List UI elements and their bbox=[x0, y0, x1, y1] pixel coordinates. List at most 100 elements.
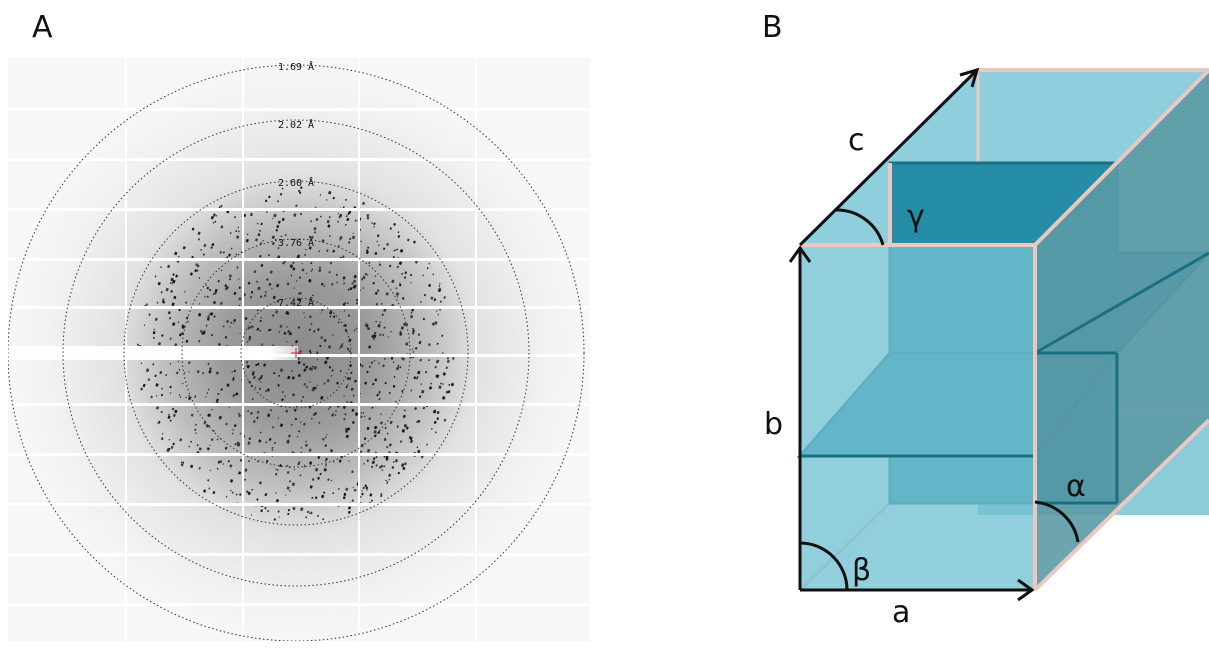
reflection-spot bbox=[327, 224, 331, 228]
reflection-spot bbox=[377, 244, 380, 247]
reflection-spot bbox=[212, 213, 216, 217]
reflection-spot bbox=[249, 325, 253, 329]
reflection-spot bbox=[311, 478, 315, 481]
reflection-spot bbox=[313, 330, 316, 333]
reflection-spot bbox=[314, 206, 317, 209]
reflection-spot bbox=[326, 219, 330, 224]
reflection-spot bbox=[386, 481, 389, 484]
reflection-spot bbox=[388, 473, 392, 478]
reflection-spot bbox=[276, 224, 280, 229]
reflection-spot bbox=[287, 439, 290, 442]
reflection-spot bbox=[153, 328, 155, 331]
reflection-spot bbox=[250, 514, 253, 516]
reflection-spot bbox=[180, 461, 183, 464]
reflection-spot bbox=[382, 364, 385, 368]
reflection-spot bbox=[246, 233, 249, 236]
reflection-spot bbox=[216, 398, 219, 402]
reflection-spot bbox=[373, 425, 378, 430]
reflection-spot bbox=[287, 508, 291, 512]
reflection-spot bbox=[439, 282, 441, 285]
reflection-spot bbox=[266, 413, 271, 418]
reflection-spot bbox=[378, 390, 381, 393]
reflection-spot bbox=[301, 269, 304, 271]
reflection-spot bbox=[428, 262, 431, 265]
reflection-spot bbox=[145, 303, 148, 306]
reflection-spot bbox=[237, 226, 240, 229]
reflection-spot bbox=[360, 240, 362, 243]
reflection-spot bbox=[341, 255, 345, 259]
reflection-spot bbox=[271, 242, 275, 246]
reflection-spot bbox=[309, 511, 313, 515]
reflection-spot bbox=[226, 256, 229, 259]
reflection-spot bbox=[174, 343, 178, 347]
reflection-spot bbox=[198, 339, 201, 343]
reflection-spot bbox=[235, 230, 238, 233]
reflection-spot bbox=[263, 294, 267, 297]
reflection-spot bbox=[396, 248, 399, 251]
reflection-spot bbox=[331, 369, 334, 372]
reflection-spot bbox=[286, 340, 288, 343]
reflection-spot bbox=[230, 247, 233, 250]
reflection-spot bbox=[258, 439, 262, 443]
reflection-spot bbox=[422, 274, 425, 277]
reflection-spot bbox=[162, 298, 165, 302]
reflection-spot bbox=[304, 316, 306, 319]
reflection-spot bbox=[236, 235, 240, 239]
reflection-spot bbox=[446, 359, 450, 363]
reflection-spot bbox=[238, 414, 242, 418]
reflection-spot bbox=[322, 518, 325, 521]
reflection-spot bbox=[366, 274, 369, 276]
reflection-spot bbox=[376, 234, 380, 238]
reflection-spot bbox=[150, 395, 153, 399]
reflection-spot bbox=[222, 463, 225, 465]
reflection-spot bbox=[343, 492, 346, 496]
reflection-spot bbox=[246, 340, 249, 343]
reflection-spot bbox=[387, 336, 390, 338]
reflection-spot bbox=[143, 324, 146, 327]
reflection-spot bbox=[372, 457, 376, 461]
reflection-spot bbox=[286, 326, 288, 328]
reflection-spot bbox=[399, 330, 402, 334]
reflection-spot bbox=[310, 220, 312, 223]
reflection-spot bbox=[225, 495, 228, 498]
reflection-spot bbox=[363, 462, 365, 465]
reflection-spot bbox=[346, 384, 349, 387]
reflection-spot bbox=[363, 437, 367, 441]
reflection-spot bbox=[428, 386, 433, 390]
reflection-spot bbox=[275, 468, 277, 470]
reflection-spot bbox=[331, 282, 334, 286]
reflection-spot bbox=[248, 335, 252, 339]
reflection-spot bbox=[282, 262, 285, 265]
reflection-spot bbox=[445, 390, 449, 394]
reflection-spot bbox=[401, 272, 403, 275]
reflection-spot bbox=[219, 250, 222, 254]
reflection-spot bbox=[374, 251, 378, 256]
reflection-spot bbox=[207, 413, 211, 417]
reflection-spot bbox=[434, 431, 437, 434]
reflection-spot bbox=[373, 331, 377, 335]
reflection-spot bbox=[376, 240, 379, 243]
reflection-spot bbox=[395, 400, 397, 403]
reflection-spot bbox=[170, 290, 173, 293]
reflection-spot bbox=[235, 493, 238, 496]
reflection-spot bbox=[288, 489, 291, 492]
reflection-spot bbox=[330, 449, 333, 453]
reflection-spot bbox=[217, 279, 220, 283]
reflection-spot bbox=[377, 430, 381, 434]
reflection-spot bbox=[398, 283, 402, 287]
reflection-spot bbox=[395, 366, 400, 371]
reflection-spot bbox=[275, 498, 280, 503]
reflection-spot bbox=[344, 223, 347, 226]
reflection-spot bbox=[167, 311, 171, 315]
reflection-spot bbox=[260, 343, 264, 346]
reflection-spot bbox=[349, 364, 353, 368]
reflection-spot bbox=[403, 409, 406, 412]
reflection-spot bbox=[272, 217, 274, 220]
reflection-spot bbox=[298, 276, 302, 279]
reflection-spot bbox=[366, 489, 368, 491]
reflection-spot bbox=[388, 478, 391, 481]
reflection-spot bbox=[360, 278, 364, 281]
reflection-spot bbox=[308, 512, 311, 514]
reflection-spot bbox=[248, 460, 251, 463]
reflection-spot bbox=[209, 312, 214, 316]
